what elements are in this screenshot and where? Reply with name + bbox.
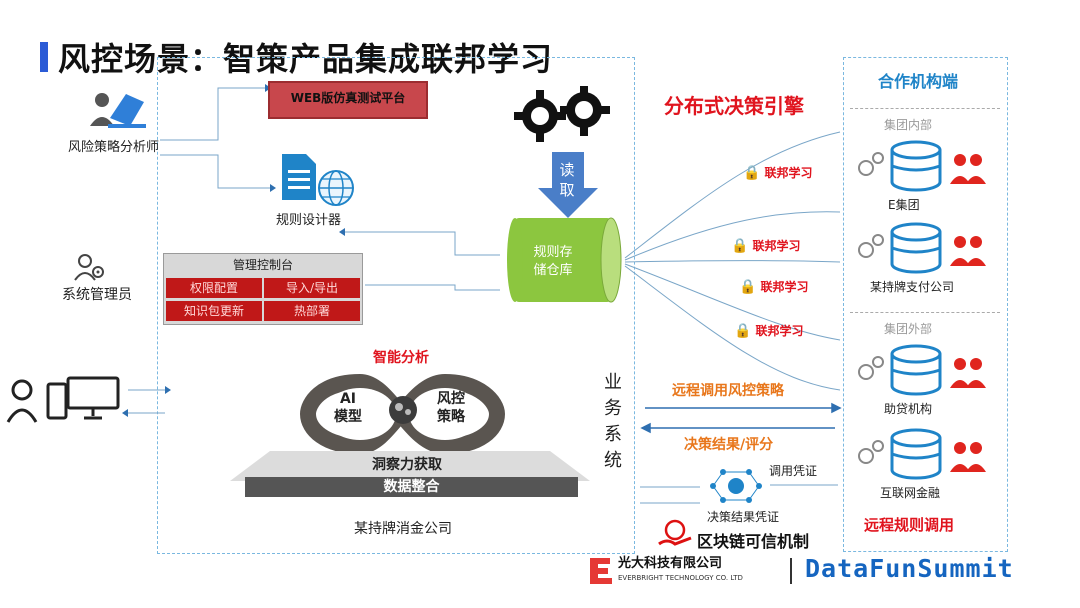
- rule-designer-label: 规则设计器: [276, 213, 342, 228]
- fed-label-1: 联邦学习: [764, 166, 813, 180]
- read-label-text: 读取: [559, 161, 575, 199]
- partner-org-4: 互联网金融: [880, 486, 941, 500]
- datafun-summit-brand: DataFunSummit: [805, 554, 1014, 583]
- call-credential-label: 调用凭证: [769, 464, 818, 478]
- analyst-to-designer-line: [160, 154, 270, 189]
- console-hot-deploy[interactable]: 热部署: [264, 301, 360, 321]
- repo-label-line2: 储仓库: [533, 263, 573, 278]
- bs-char-2: 务: [604, 398, 622, 419]
- footer-divider: [790, 558, 792, 584]
- partner-org-icons-1: [858, 140, 986, 192]
- fed-row-2: 🔒 联邦学习: [731, 237, 800, 254]
- fed-row-1: 🔒 联邦学习: [743, 164, 812, 181]
- repo-to-net-line: [624, 265, 841, 391]
- admin-gear-user-icon: [74, 254, 104, 281]
- rule-repository-cylinder-icon: [507, 217, 622, 303]
- data-integration-bar: 数据整合: [245, 477, 578, 497]
- ai-model-line1: AI: [339, 391, 357, 407]
- fed-label-3: 联邦学习: [760, 280, 809, 294]
- bs-char-4: 统: [604, 450, 622, 471]
- repo-to-e2-line: [624, 211, 841, 261]
- console-permission-config[interactable]: 权限配置: [166, 278, 262, 298]
- smart-analysis-label: 智能分析: [373, 350, 429, 366]
- repo-to-loan-line: [624, 263, 841, 341]
- group-inside-label: 集团内部: [884, 118, 933, 132]
- everbright-logo-icon: [590, 558, 612, 584]
- console-knowledge-update[interactable]: 知识包更新: [166, 301, 262, 321]
- fed-label-2: 联邦学习: [752, 239, 801, 253]
- result-credential-label: 决策结果凭证: [707, 510, 780, 524]
- company-label: 某持牌消金公司: [354, 521, 452, 537]
- bs-char-1: 业: [604, 372, 622, 393]
- web-sim-platform-box[interactable]: WEB版仿真测试平台: [268, 81, 428, 119]
- repo-to-e-line: [624, 131, 841, 259]
- user-devices-icon: [6, 376, 120, 423]
- title-accent-bar: [40, 42, 48, 72]
- ai-model-line2: 模型: [334, 409, 362, 425]
- company-logo-text: 光大科技有限公司 EVERBRIGHT TECHNOLOGY CO. LTD: [618, 556, 743, 584]
- admin-label: 系统管理员: [62, 287, 132, 303]
- insight-label: 洞察力获取: [372, 457, 442, 473]
- blockchain-label: 区块链可信机制: [697, 532, 810, 551]
- fed-row-3: 🔒 联邦学习: [739, 278, 808, 295]
- partner-org-icons-2: [858, 222, 986, 274]
- remote-call-label: 远程调用风控策略: [672, 383, 784, 399]
- ai-model-label: AI 模型: [334, 390, 362, 426]
- analyst-label: 风险策略分析师: [68, 140, 160, 155]
- partner-box: [843, 57, 1008, 552]
- page-title: 风控场景：智策产品集成联邦学习: [58, 40, 554, 78]
- group-outside-label: 集团外部: [884, 322, 933, 336]
- partner-org-icons-3: [858, 344, 986, 396]
- repo-to-pay-line: [624, 260, 841, 263]
- rule-document-globe-icon: [282, 154, 354, 206]
- business-system-label: 业 务 系 统: [598, 370, 628, 474]
- partner-org-1: E集团: [888, 198, 920, 212]
- blockchain-hand-icon: [658, 519, 692, 546]
- analyst-to-web-line: [160, 87, 265, 141]
- insight-base-shape: [230, 451, 590, 481]
- console-repo-line: [365, 284, 500, 291]
- blockchain-network-icon: [710, 469, 762, 503]
- fed-label-4: 联邦学习: [755, 324, 804, 338]
- partner-divider-top: [850, 108, 1000, 109]
- partner-divider-mid: [850, 312, 1000, 313]
- repo-label-line1: 规则存: [533, 245, 573, 260]
- partner-header: 合作机构端: [878, 72, 959, 91]
- partner-org-2: 某持牌支付公司: [870, 280, 955, 294]
- partner-org-icons-4: [858, 428, 986, 480]
- partner-org-3: 助贷机构: [884, 402, 933, 416]
- decision-result-label: 决策结果/评分: [684, 437, 774, 453]
- gears-icon: [514, 86, 610, 142]
- management-console-panel: 管理控制台 权限配置 导入/导出 知识包更新 热部署: [163, 253, 363, 325]
- read-label: 读取: [557, 160, 577, 200]
- infinity-loop-icon: [300, 374, 505, 454]
- analyst-laptop-icon: [90, 93, 146, 128]
- designer-repo-line: [345, 231, 500, 256]
- lock-icon: 🔒: [734, 322, 752, 339]
- lock-icon: 🔒: [743, 164, 761, 181]
- lock-icon: 🔒: [739, 278, 757, 295]
- risk-strategy-label: 风控 策略: [437, 390, 465, 426]
- risk-strategy-line1: 风控: [437, 391, 465, 407]
- remote-rules-label: 远程规则调用: [864, 516, 955, 534]
- risk-strategy-line2: 策略: [437, 409, 465, 425]
- console-title: 管理控制台: [232, 258, 293, 272]
- bs-char-3: 系: [604, 424, 622, 445]
- fed-row-4: 🔒 联邦学习: [734, 322, 803, 339]
- rule-repository-label: 规则存 储仓库: [528, 244, 578, 280]
- company-platform-box: [157, 57, 635, 554]
- lock-icon: 🔒: [731, 237, 749, 254]
- company-name-en: EVERBRIGHT TECHNOLOGY CO. LTD: [618, 574, 743, 582]
- company-name-cn: 光大科技有限公司: [618, 556, 723, 571]
- console-import-export[interactable]: 导入/导出: [264, 278, 360, 298]
- engine-label: 分布式决策引擎: [664, 94, 804, 118]
- read-arrow-icon: [538, 152, 598, 218]
